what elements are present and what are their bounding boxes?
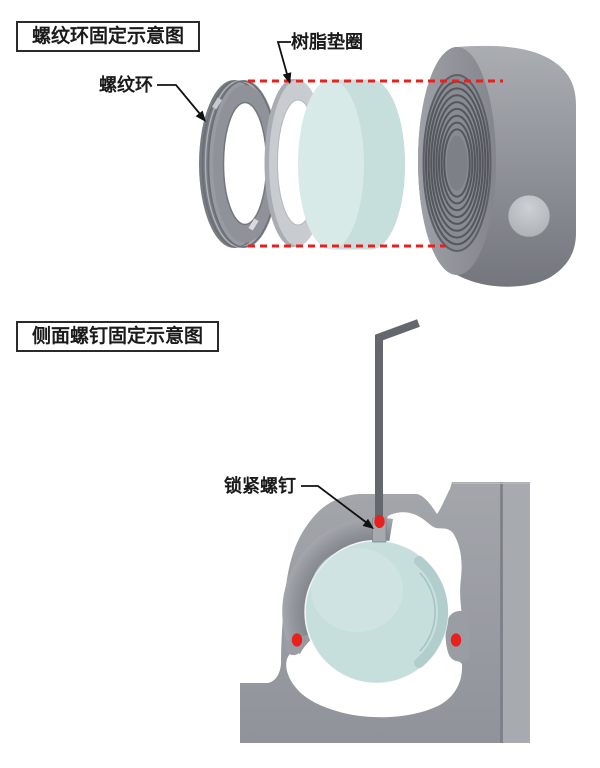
internal-threads <box>425 80 489 246</box>
exploded-assembly-figure <box>157 41 576 287</box>
threaded-housing <box>418 45 576 287</box>
lens-disc <box>298 79 405 250</box>
screw-dot-left <box>291 633 303 647</box>
leader-locking-screw <box>301 485 374 529</box>
spanner-notch-bottom <box>248 218 259 231</box>
side-plug-knob <box>507 194 551 238</box>
label-threaded-ring: 螺纹环 <box>99 75 153 95</box>
label-locking-screw: 锁紧螺钉 <box>224 476 296 496</box>
label-resin-gasket: 树脂垫圈 <box>291 32 363 52</box>
hex-key <box>375 319 420 519</box>
bore-shading <box>282 517 393 641</box>
screw-dot-right <box>450 633 462 647</box>
leader-resin-gasket <box>276 41 292 84</box>
lens-cross-section <box>304 539 449 685</box>
screw-dot-top <box>374 514 385 529</box>
housing-right-strip <box>503 482 530 743</box>
figure2-title: 侧面螺钉固定示意图 <box>16 321 220 352</box>
figure1-title: 螺纹环固定示意图 <box>16 21 201 52</box>
cross-section-figure <box>240 319 530 743</box>
leader-threaded-ring <box>157 84 206 122</box>
spanner-notch-top <box>211 97 223 110</box>
